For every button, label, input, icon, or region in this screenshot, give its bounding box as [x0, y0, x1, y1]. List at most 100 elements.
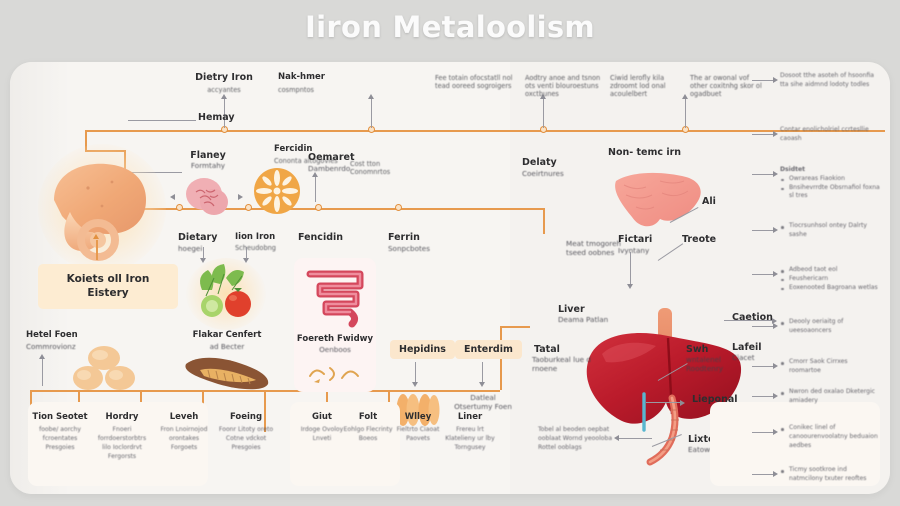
label-hemay: Hemay — [198, 112, 235, 123]
stem-enterdim — [482, 362, 483, 384]
connector-line-top — [85, 130, 885, 132]
arrow-down-veg-1 — [200, 258, 206, 263]
bullet-text: Conikec linel of canoourenvoolatny bedua… — [789, 424, 878, 449]
right-col-bullet: Cmorr Saok Cirrxes roomartoe — [780, 358, 880, 376]
bottom-item-sub: Fieltrto Ciaoat Paovets — [396, 426, 440, 443]
bullet-dot-icon — [781, 322, 784, 325]
connector-line-mid — [124, 208, 544, 210]
node-mid-1[interactable] — [176, 204, 183, 211]
bullet-dot-icon — [781, 226, 784, 229]
bottom-subcard-mid — [290, 402, 400, 486]
right-col-arrow-0 — [773, 77, 778, 83]
bottom-item-label: Tion Seotet — [32, 412, 88, 422]
right-col-connector-3 — [752, 230, 774, 231]
bullet-text: Adbeod taot eol — [789, 266, 838, 273]
bullet-dot-icon — [781, 270, 784, 273]
arrow-fictari — [627, 284, 633, 289]
bullet-text: Nwron ded oxalao Dketergic amiadery — [789, 388, 876, 404]
right-col-bullet: Owrareas Fiaokion — [780, 175, 880, 184]
badge-enterdim[interactable]: Enterdim — [455, 340, 522, 359]
sub-flaney: Formtahy — [190, 161, 226, 170]
label-ferrin: Ferrin — [388, 232, 420, 243]
sub-dietary-iron: accyantes — [207, 86, 241, 94]
bottom-item-sub: Foonr Litoty oreto Cotne vdckot Presgoie… — [218, 426, 274, 452]
right-col-arrow-3 — [773, 227, 778, 233]
right-col-connector-9 — [752, 474, 774, 475]
bullet-text: Feushericarn — [789, 274, 829, 282]
label-fictari: Fictari — [618, 234, 653, 245]
label-nonheme: Nak-hmer — [278, 72, 325, 82]
arrow-enterdim — [479, 382, 485, 387]
bottom-subcard-left — [28, 402, 208, 486]
label-lixter: Lixter — [688, 434, 720, 445]
stomach-organ-illustration — [54, 163, 146, 261]
sub-theor: The ar owonal vof other coxitnhg skor ol… — [690, 74, 762, 99]
bullet-dot-icon — [781, 178, 784, 182]
right-col-connector-0 — [752, 80, 774, 81]
label-dietary: Dietary — [178, 232, 218, 243]
stem-keybox — [96, 240, 98, 260]
arrow-lieponal — [680, 400, 685, 406]
sub-oemaret: Dambenrdo — [308, 164, 351, 173]
bullet-text: Owrareas Fiaokion — [789, 174, 846, 182]
right-col-bullet: Ticmy sootkroe ind natmcilony txuter reo… — [780, 466, 880, 484]
label-caetion: Caetion — [732, 312, 773, 323]
label-flakes: Flakar Cenfert — [192, 330, 262, 340]
badge-hepidins[interactable]: Hepidins — [390, 340, 455, 359]
right-col-block-0: Dosoot tthe asoteh of hsoonfia tta sihe … — [780, 72, 880, 90]
label-fercidin-top: Fercidin — [274, 144, 313, 154]
page-title: Iiron Metaloolism — [305, 10, 595, 44]
key-line-2: Eistery — [87, 286, 129, 299]
right-col-text: Contar enolicholriel ccrtesllie caoash — [780, 126, 869, 142]
sub-enterdim: Datleal Otsertumy Foen — [454, 393, 512, 411]
right-col-arrow-9 — [773, 471, 778, 477]
bullet-dot-icon — [781, 470, 784, 473]
stem-child — [685, 98, 686, 128]
arrow-dietary-iron — [221, 94, 227, 99]
sub-iron-iron: Scheudobng — [235, 244, 276, 252]
connector-riser-mid — [543, 208, 545, 234]
right-col-bullet: Deooly oeriaitg of ueesoaoncers — [780, 318, 880, 336]
sub-tobelal: Tobel al beoden oepbat ooblaat Wornd yeo… — [538, 426, 613, 451]
node-mid-2[interactable] — [245, 204, 252, 211]
sub-swh: wntalenel Roodtenry — [686, 355, 724, 373]
arrow-aodly — [540, 94, 546, 99]
bullet-text: Ticmy sootkroe ind natmcilony txuter reo… — [789, 466, 867, 482]
right-col-connector-4 — [752, 274, 774, 275]
sub-flakes: ad Becter — [209, 342, 245, 351]
label-fetal: Hetel Foen — [26, 330, 78, 340]
arrow-hepidins — [412, 382, 418, 387]
label-iron-iron: Iion Iron — [235, 232, 276, 242]
bullet-text: Eoxenooted Bagroana wetlas — [789, 283, 878, 291]
arrow-down-veg-2 — [243, 258, 249, 263]
right-col-bullet: Bnsihevrrdte Obsrnafiol foxna sl tres — [780, 184, 880, 202]
bottom-item-sub: Fron Lnoirnojod orontakes Forgoets — [160, 426, 208, 452]
stem-tobelal — [618, 438, 652, 439]
right-col-arrow-8 — [773, 429, 778, 435]
arrow-nonheme — [368, 94, 374, 99]
right-col-arrow-4 — [773, 271, 778, 277]
right-col-text: Dosoot tthe asoteh of hsoonfia tta sihe … — [780, 72, 875, 88]
sub-lafeil: Ciacet — [732, 353, 755, 362]
node-mid-3[interactable] — [315, 204, 322, 211]
sub-child: Ciwid lerofly kila zdroomt lod onal acou… — [610, 74, 666, 99]
bottom-subcard-right — [710, 402, 880, 486]
label-fencidin: Fencidin — [298, 232, 344, 243]
sub-foreth: Oenboos — [319, 345, 351, 354]
comb-tick-4 — [264, 390, 266, 432]
label-dietary-iron: Dietry Iron — [195, 72, 253, 83]
sub-nonheme: cosmpntos — [278, 86, 314, 94]
stem-aodly — [543, 98, 544, 128]
bottom-item-sub: Eohlgo Flecrinty Boeos — [343, 426, 393, 443]
node-mid-4[interactable] — [395, 204, 402, 211]
veg-glow — [186, 258, 266, 330]
